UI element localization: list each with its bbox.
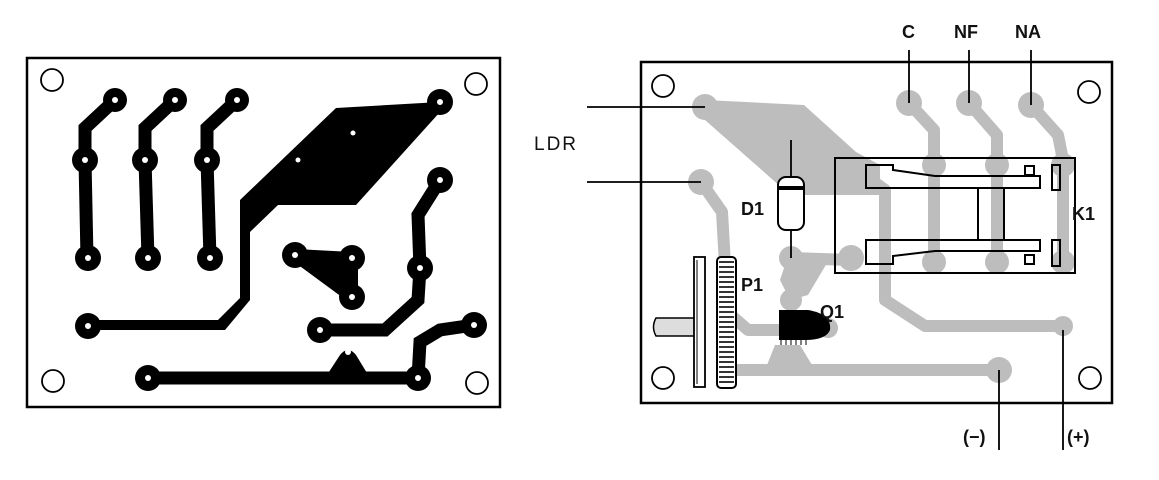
ldr-label: LDR xyxy=(534,134,578,155)
q1-label: Q1 xyxy=(820,302,844,322)
right-board-component-side: LDR C NF NA D1 K1 P1 Q1 (−) (+) xyxy=(534,22,1114,450)
labels: LDR C NF NA D1 K1 P1 Q1 (−) (+) xyxy=(534,22,1095,447)
d1-label: D1 xyxy=(741,199,764,219)
mounting-holes xyxy=(40,68,489,395)
shaded-pads xyxy=(688,90,1075,383)
copper-traces xyxy=(78,93,481,385)
left-board-copper-side xyxy=(25,56,502,409)
p1-label: P1 xyxy=(741,275,763,295)
external-wires xyxy=(587,50,1064,450)
relay-k1 xyxy=(834,157,1076,274)
k1-label: K1 xyxy=(1072,204,1095,224)
na-terminal-label: NA xyxy=(1015,22,1041,42)
potentiometer-p1 xyxy=(652,256,737,389)
c-terminal-label: C xyxy=(902,22,915,42)
transistor-q1 xyxy=(779,310,831,345)
minus-terminal-label: (−) xyxy=(963,427,986,447)
mounting-holes xyxy=(651,74,1102,390)
copper-pour xyxy=(88,102,440,330)
plus-terminal-label: (+) xyxy=(1067,427,1090,447)
diode-d1 xyxy=(777,140,805,258)
nf-terminal-label: NF xyxy=(954,22,978,42)
drill-holes xyxy=(82,97,477,381)
